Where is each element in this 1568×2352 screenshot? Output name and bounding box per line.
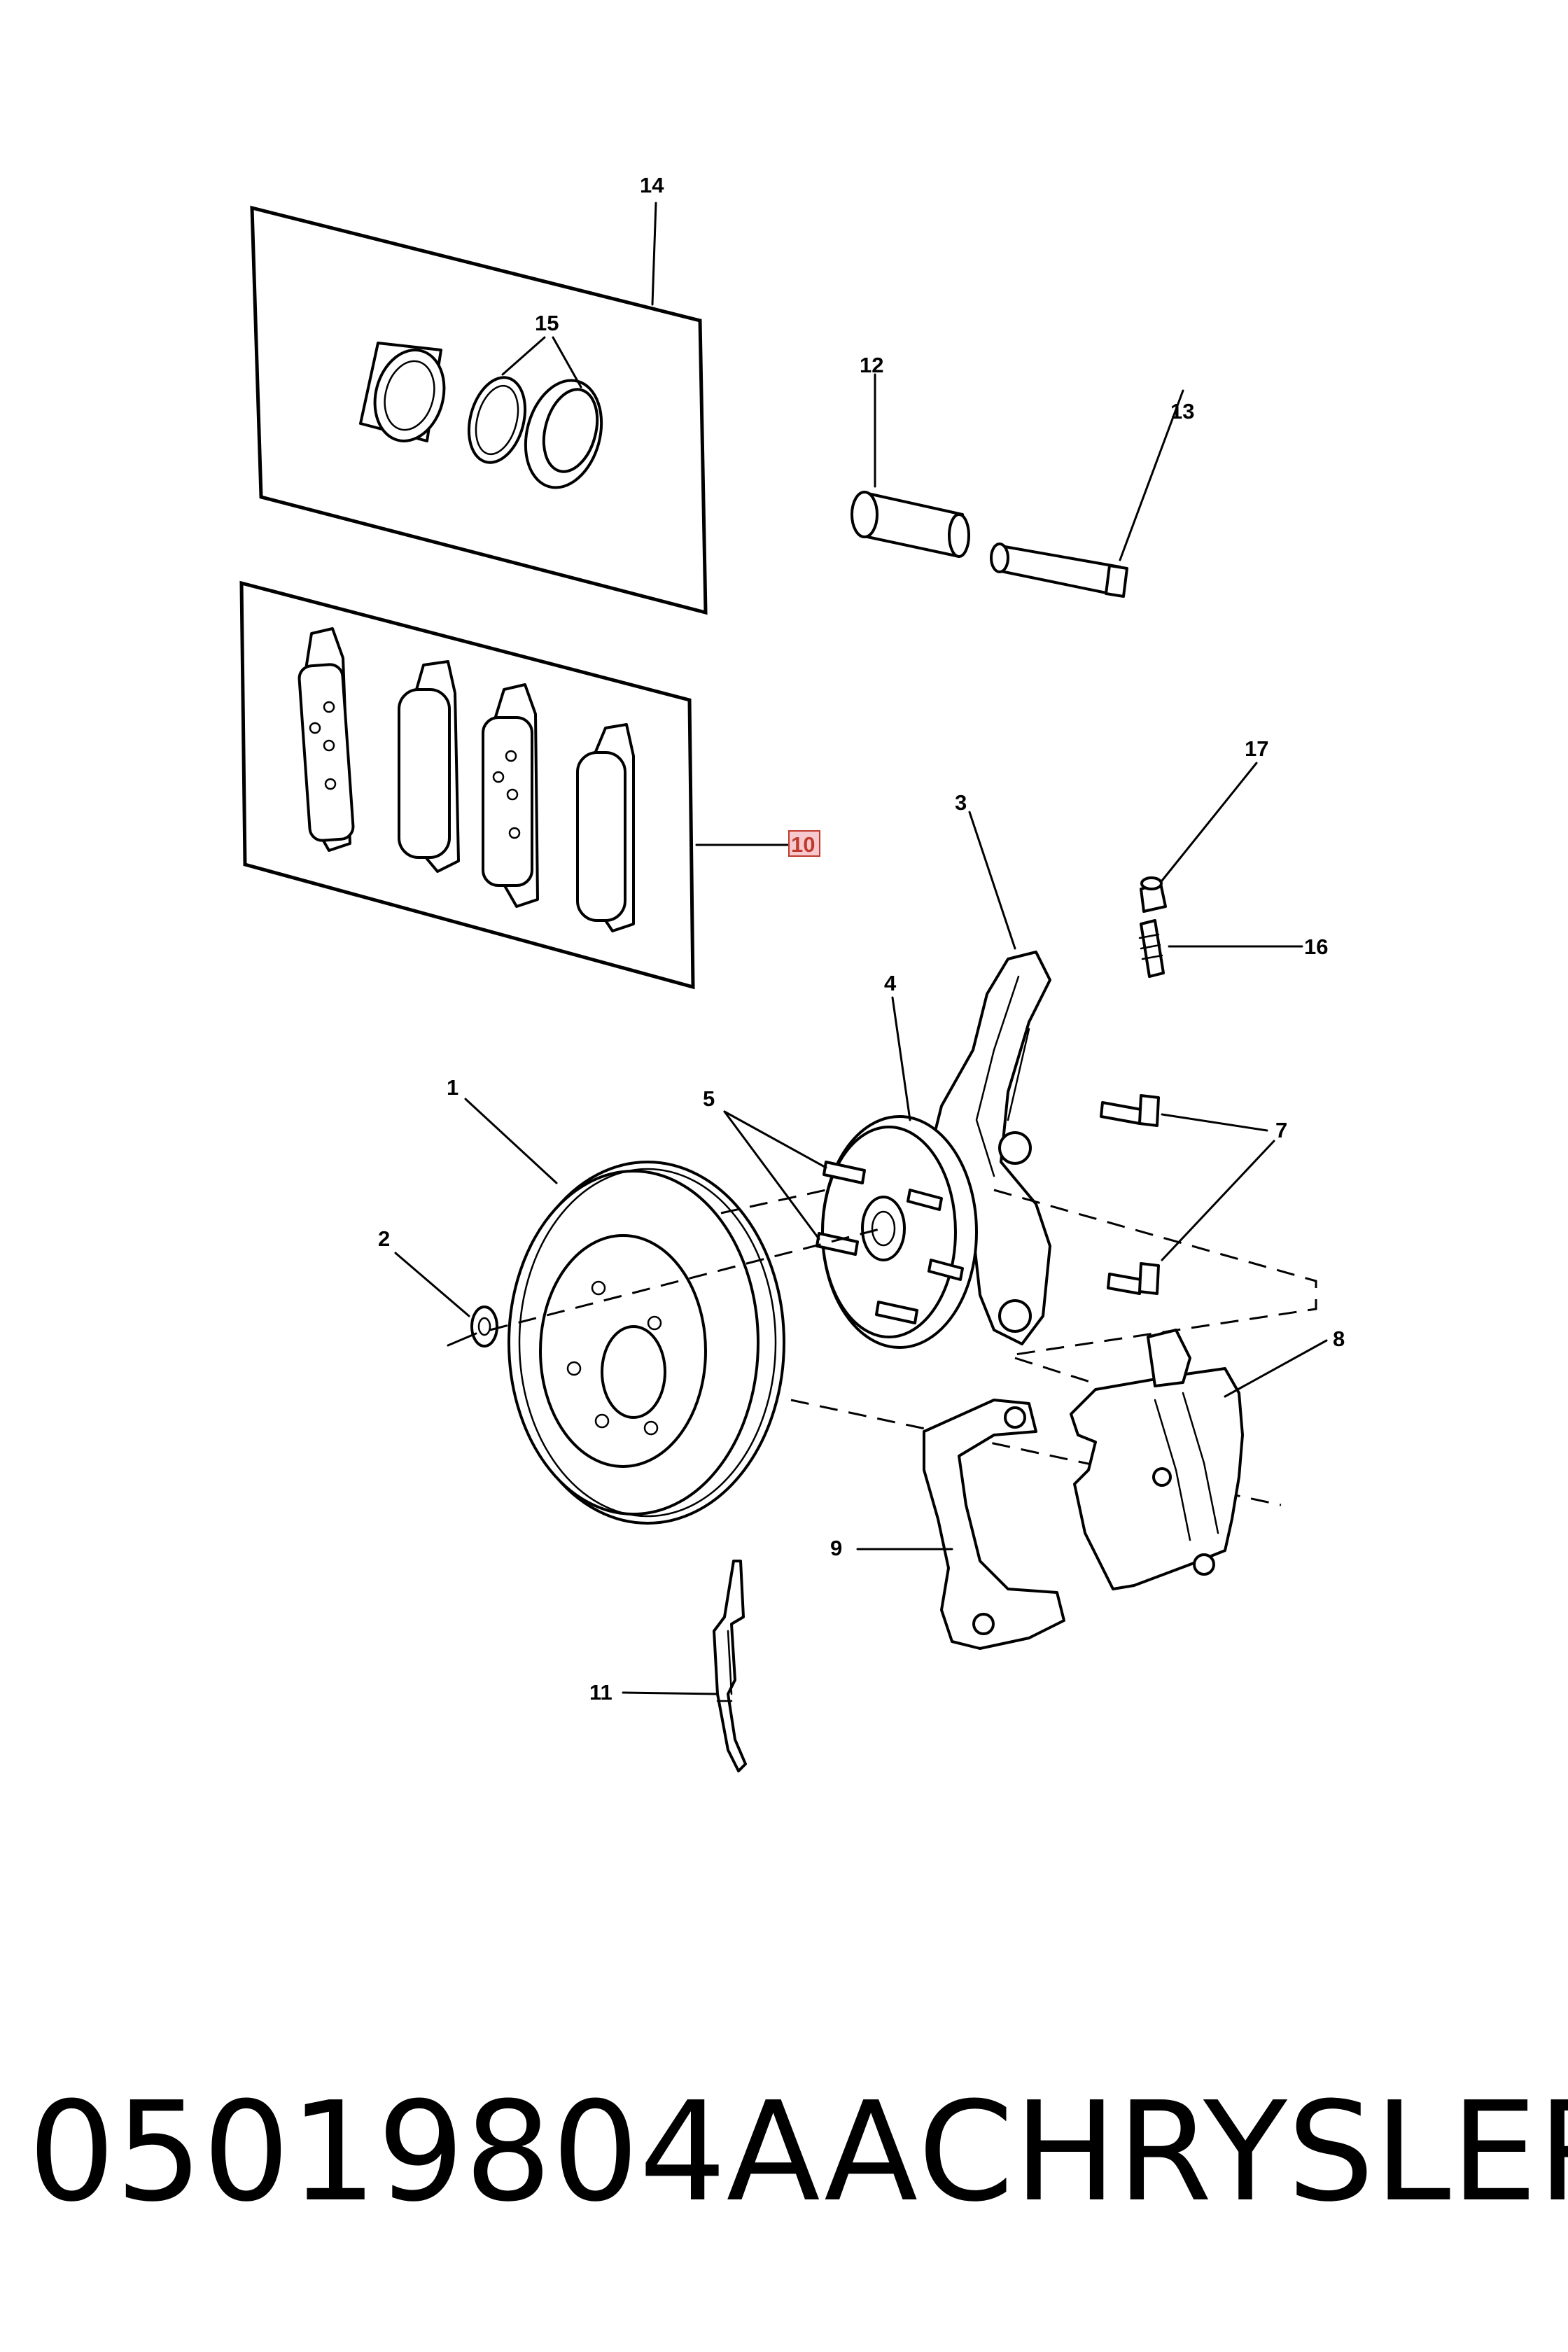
piston-o-ring [467,376,527,464]
callout-10-highlight [788,830,820,857]
brake-pad-2 [398,660,460,873]
anti-rattle-spring [622,1560,747,1772]
callout-8: 8 [1333,1326,1345,1351]
brake-pad-1 [298,627,355,852]
assembly-line-hub [489,1227,883,1331]
brand-name: CHRYSLER [918,2073,1568,2232]
callout-9: 9 [830,1536,842,1560]
piston-seal-kit-panel [250,202,708,615]
callout-14: 14 [640,173,664,197]
brake-pad-4 [576,723,635,932]
rotor-retainer [394,1252,498,1348]
assembly-line-rotor [720,1189,827,1214]
mounting-bolts [1100,1094,1275,1295]
part-number: 05019804AA [28,2073,918,2232]
bleeder-cap [1140,762,1258,913]
callout-7: 7 [1275,1118,1287,1142]
assembly-line-caliper [1014,1357,1093,1384]
callout-1: 1 [447,1075,458,1100]
callout-15: 15 [535,311,559,335]
callout-2: 2 [378,1226,390,1251]
bleeder-screw [1138,919,1303,978]
caliper-adapter [856,1399,1065,1650]
wheel-studs [723,1110,964,1324]
callout-17: 17 [1245,736,1268,761]
brake-pad-set-panel [239,580,789,990]
guide-pin-bolt [990,389,1184,598]
callout-4: 4 [884,971,897,995]
callout-12: 12 [860,353,883,377]
piston-dust-boot [524,379,603,489]
callout-13: 13 [1170,399,1194,424]
steering-knuckle [930,811,1051,1345]
callout-11: 11 [589,1680,612,1704]
callout-5: 5 [703,1086,715,1111]
brake-pad-3 [482,683,539,908]
brake-caliper [1070,1329,1328,1590]
callout-16: 16 [1304,934,1328,959]
brake-rotor [464,1098,785,1525]
guide-pin-bushing [850,373,970,558]
part-footer: 05019804AA CHRYSLER [28,2065,1568,2240]
callout-3: 3 [955,790,967,815]
callout-10: 10 [791,832,815,857]
caliper-piston [359,342,446,442]
